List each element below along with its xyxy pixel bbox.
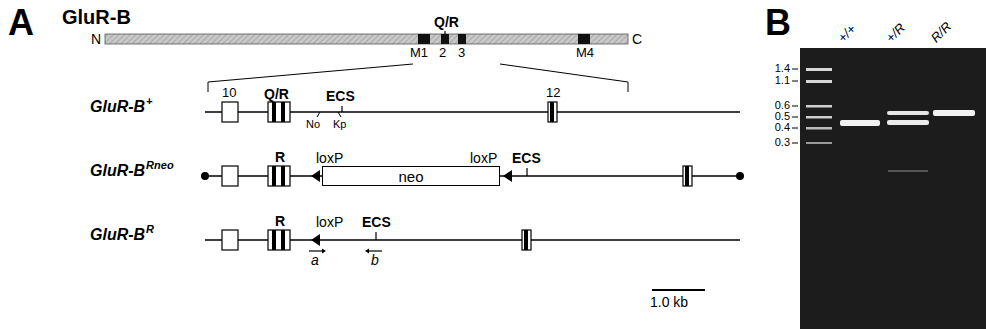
figure-label: 0.6: [775, 99, 790, 112]
figure-label: a: [311, 252, 319, 268]
gel-image: [792, 48, 986, 329]
figure-label: Q/R: [264, 86, 289, 102]
figure-label: GluR-B: [62, 6, 131, 29]
figure-label: ECS: [512, 150, 541, 166]
figure-label: GluR-B: [90, 226, 145, 244]
figure-label: 10: [222, 86, 236, 101]
membrane-segment: [441, 34, 449, 44]
figure-label: 2: [439, 46, 446, 61]
membrane-segment: [418, 34, 430, 44]
figure-label: 3: [458, 46, 465, 61]
gene-row: [205, 102, 740, 122]
figure-label: loxP: [470, 150, 497, 166]
membrane-segment: [458, 34, 466, 44]
figure-label: C: [632, 31, 642, 47]
figure-label: M1: [410, 46, 428, 61]
figure-label: 12: [546, 86, 560, 101]
figure-label: ECS: [326, 88, 355, 104]
figure-label: +: [146, 95, 152, 108]
figure-label: Kp: [333, 118, 346, 131]
figure-label: R: [146, 223, 154, 236]
figure-label: R/R: [928, 20, 954, 46]
bracket-line: [208, 64, 413, 92]
site-tick: [444, 31, 445, 34]
box-text: neo: [398, 169, 423, 184]
figure-label: 1.4: [775, 62, 790, 75]
gene-row: [205, 230, 740, 254]
figure-label: R: [275, 149, 285, 165]
bracket-line: [500, 64, 628, 92]
figure-label: Rneo: [146, 159, 174, 172]
gene-row: [201, 166, 744, 186]
protein-bar: [105, 34, 628, 44]
figure-label: ECS: [362, 214, 391, 230]
figure-label: GluR-B: [90, 162, 145, 180]
scale-bar: [652, 289, 705, 291]
figure-label: loxP: [316, 214, 343, 230]
figure-label: B: [765, 2, 791, 43]
figure-label: Q/R: [434, 14, 459, 30]
figure-label: 0.5: [775, 110, 790, 123]
figure-label: loxP: [316, 150, 343, 166]
figure-label: R: [275, 213, 285, 229]
cassette-box: neo: [322, 166, 500, 186]
figure-label: b: [371, 252, 379, 268]
figure-label: M4: [576, 46, 594, 61]
figure-label: A: [8, 2, 34, 43]
figure-label: 0.4: [775, 121, 790, 134]
figure-label: No: [306, 118, 320, 131]
figure-label: 0.3: [775, 136, 790, 149]
membrane-segment: [578, 34, 590, 44]
figure-label: 1.0 kb: [650, 294, 688, 310]
figure-label: +/+: [835, 22, 859, 46]
figure-label: +/R: [883, 21, 908, 46]
figure-label: 1.1: [775, 74, 790, 87]
figure-label: GluR-B: [90, 98, 145, 116]
figure-label: N: [91, 31, 101, 47]
